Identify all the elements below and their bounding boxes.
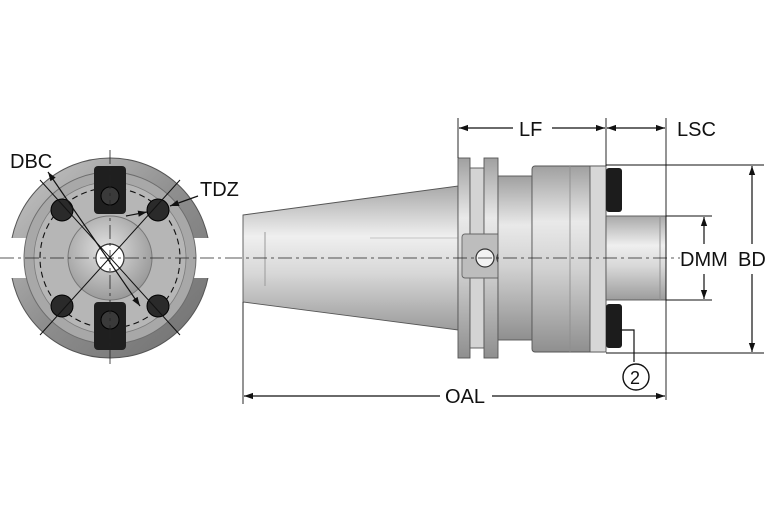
lsc-label: LSC xyxy=(677,119,716,141)
drive-key-upper xyxy=(606,168,622,212)
side-view xyxy=(228,157,680,359)
callout-circle xyxy=(622,363,650,391)
dbc-leader xyxy=(47,171,141,307)
tdz-label: TDZ xyxy=(200,179,239,201)
end-view xyxy=(0,150,228,365)
drive-key-lower xyxy=(606,304,622,348)
mount-hole-lower-right xyxy=(146,294,170,318)
dbc-label: DBC xyxy=(10,151,52,173)
callout-leader xyxy=(620,329,635,362)
mount-hole-upper-right xyxy=(146,198,170,222)
oal-label: OAL xyxy=(445,386,485,408)
tdz-leader xyxy=(169,195,199,207)
dimensions xyxy=(242,118,764,404)
mount-hole-upper-left xyxy=(50,198,74,222)
lf-label: LF xyxy=(519,119,542,141)
dmm-label: DMM xyxy=(680,249,728,271)
mount-hole-lower-left xyxy=(50,294,74,318)
drive-slot-left xyxy=(8,238,26,278)
bd-label: BD xyxy=(738,249,766,271)
tdz-leader-inner xyxy=(125,210,148,217)
callout-number: 2 xyxy=(630,368,640,388)
front-face xyxy=(589,165,607,353)
taper-shank xyxy=(242,185,459,331)
